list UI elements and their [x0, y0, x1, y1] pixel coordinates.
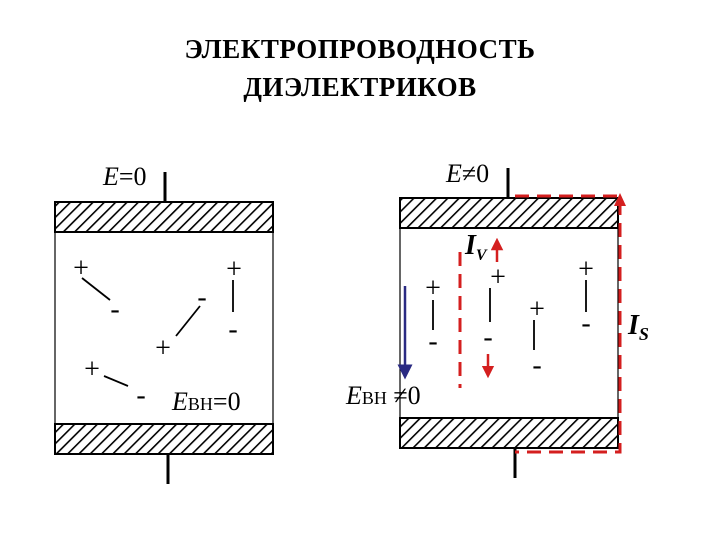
surface-current-label: IS	[627, 310, 649, 344]
surface-current-loop	[515, 194, 622, 454]
right-field-label: E≠0	[445, 159, 489, 188]
surface-current-arrowhead	[614, 193, 626, 206]
left-dipole-1-bond	[81, 277, 111, 301]
title-line-1: ЭЛЕКТРОПРОВОДНОСТЬ	[184, 34, 536, 64]
left-bottom-plate	[54, 423, 274, 455]
right-capacitor: + - + - + - + - E≠0 EВН ≠0 IV IS	[345, 159, 649, 478]
right-charge-plus-4: +	[578, 254, 594, 285]
left-charge-minus-1: -	[110, 294, 119, 325]
left-charge-plus-2: +	[226, 254, 242, 285]
left-charge-minus-2: -	[197, 282, 206, 313]
left-charge-minus-4: -	[136, 380, 145, 411]
right-internal-field-label: EВН ≠0	[345, 381, 421, 410]
left-field-label: E=0	[102, 162, 147, 191]
right-charge-plus-2: +	[490, 262, 506, 293]
left-charge-plus-3: +	[155, 333, 171, 364]
page-title: ЭЛЕКТРОПРОВОДНОСТЬ ДИЭЛЕКТРИКОВ	[0, 30, 720, 106]
right-charge-minus-3: -	[532, 350, 541, 381]
left-capacitor: + - + - + - + - E=0 EВН=0	[54, 162, 274, 484]
right-bottom-plate	[399, 417, 619, 449]
left-internal-field-label: EВН=0	[171, 387, 241, 416]
right-charge-plus-1: +	[425, 273, 441, 304]
right-top-plate	[399, 197, 619, 229]
volume-current-label: IV	[464, 230, 488, 264]
left-dipole-2-bond	[175, 305, 201, 337]
right-charge-minus-2: -	[483, 322, 492, 353]
left-charge-minus-3: -	[228, 314, 237, 345]
left-dipole-4-bond	[103, 375, 129, 387]
left-charge-plus-1: +	[73, 253, 89, 284]
right-charge-minus-4: -	[581, 308, 590, 339]
left-charge-plus-4: +	[84, 354, 100, 385]
right-charge-minus-1: -	[428, 326, 437, 357]
left-top-plate	[54, 201, 274, 233]
right-charge-plus-3: +	[529, 294, 545, 325]
title-line-2: ДИЭЛЕКТРИКОВ	[243, 72, 477, 102]
